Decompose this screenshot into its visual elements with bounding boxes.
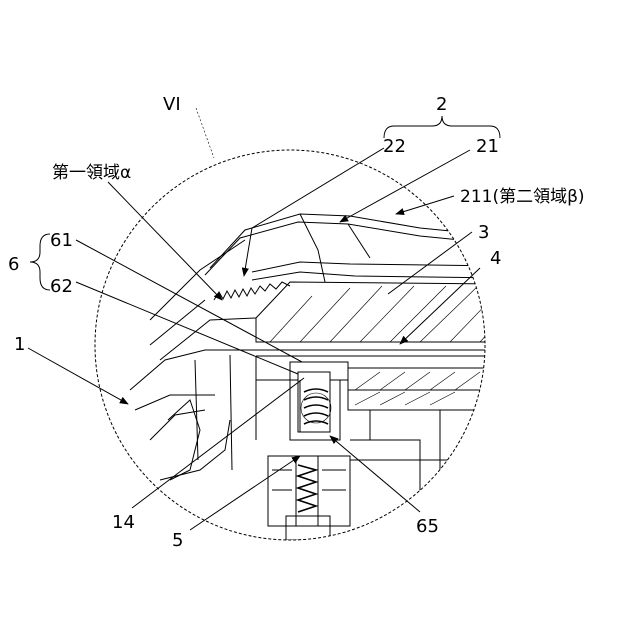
callout-62: 62 [50, 276, 73, 297]
callout-65: 65 [416, 516, 439, 537]
callout-21: 21 [476, 136, 499, 157]
callout-22: 22 [383, 136, 406, 157]
callout-211-second-region: 211(第二領域β) [460, 187, 585, 207]
callout-14: 14 [112, 512, 135, 533]
callout-3: 3 [478, 222, 489, 243]
view-label: VI [163, 94, 181, 115]
callout-5: 5 [172, 530, 183, 551]
callout-4: 4 [490, 248, 501, 269]
first-region-alpha-label: 第一領域α [52, 163, 131, 183]
callout-2: 2 [436, 94, 447, 115]
callout-1: 1 [14, 334, 25, 355]
callout-61: 61 [50, 230, 73, 251]
callout-6: 6 [8, 254, 19, 275]
